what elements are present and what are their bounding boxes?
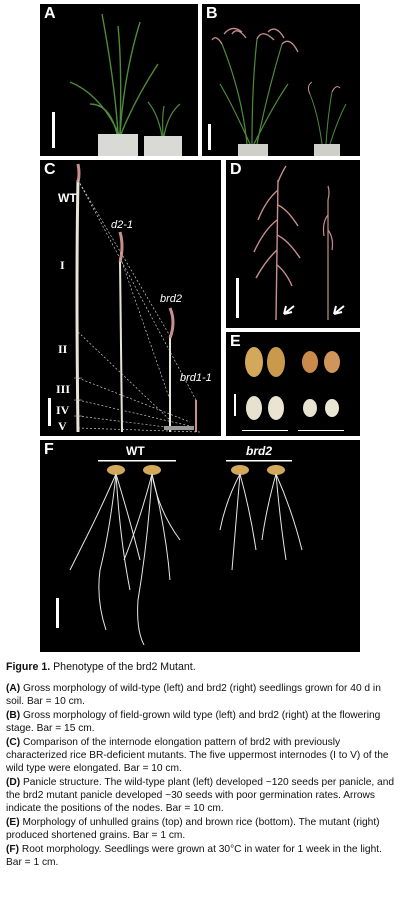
panel-e-grains xyxy=(234,347,344,431)
internode-iv: IV xyxy=(56,403,70,417)
caption-key: (F) xyxy=(6,844,20,855)
wt-stem xyxy=(75,179,80,433)
wt-pot xyxy=(98,134,138,156)
panel-f-label: F xyxy=(44,441,54,458)
arrow-wt xyxy=(283,305,295,315)
caption-key: (C) xyxy=(6,737,21,748)
caption-text: Root morphology. Seedlings were grown at… xyxy=(6,844,382,868)
panel-b-label: B xyxy=(206,5,218,22)
panel-a-seedlings xyxy=(52,13,182,156)
scale-bar-f xyxy=(56,598,59,628)
caption-key: (D) xyxy=(6,777,21,788)
caption-text: Gross morphology of wild-type (left) and… xyxy=(6,683,381,707)
scale-bar-e xyxy=(234,394,236,416)
d2-panicle xyxy=(118,231,124,263)
underline-brd2-f xyxy=(226,460,292,462)
caption-item-c: (C) Comparison of the internode elongati… xyxy=(6,736,398,775)
caption-item-e: (E) Morphology of unhulled grains (top) … xyxy=(6,816,398,842)
wt-panicles xyxy=(211,27,299,53)
brd2-panicle-d xyxy=(322,185,334,320)
label-brd2-f: brd2 xyxy=(246,444,273,458)
caption-text: Comparison of the internode elongation p… xyxy=(6,737,389,774)
label-wt-f: WT xyxy=(126,444,145,458)
caption-title-prefix: Figure 1. xyxy=(6,661,51,673)
brd2-seeds xyxy=(231,465,285,475)
brd2-panicles xyxy=(307,81,341,95)
underline-brd2-e xyxy=(298,430,344,431)
wt-plant xyxy=(219,38,289,145)
panel-c-stems xyxy=(48,163,201,433)
panel-c: C WT d2-1 brd2 brd1-1 I II III IV V xyxy=(40,160,221,436)
panel-f-roots xyxy=(56,460,303,646)
wt-seedling xyxy=(69,13,159,135)
brd2-panicle-c xyxy=(168,307,175,339)
arrow-brd2 xyxy=(333,305,345,315)
wt-panicle-c xyxy=(76,163,81,183)
scale-bar-d xyxy=(236,278,239,318)
caption-key: (B) xyxy=(6,710,21,721)
panel-f: F WT brd2 xyxy=(40,440,360,652)
caption-key: (E) xyxy=(6,817,20,828)
panel-a: A xyxy=(40,4,198,156)
wt-panicle-d xyxy=(253,165,301,321)
node-lines xyxy=(74,377,82,417)
scale-ruler-c xyxy=(164,426,194,430)
caption-item-d: (D) Panicle structure. The wild-type pla… xyxy=(6,776,398,815)
wt-roots xyxy=(69,473,181,646)
caption-title: Figure 1. Phenotype of the brd2 Mutant. xyxy=(6,661,398,674)
label-brd2-c: brd2 xyxy=(160,293,183,305)
caption-item-f: (F) Root morphology. Seedlings were grow… xyxy=(6,843,398,869)
caption-item-b: (B) Gross morphology of field-grown wild… xyxy=(6,709,398,735)
internode-iii: III xyxy=(56,382,71,396)
d2-stem xyxy=(119,259,123,433)
unhulled-grains xyxy=(245,347,340,377)
label-wt-c: WT xyxy=(58,191,77,205)
caption-title-text: Phenotype of the brd2 Mutant. xyxy=(53,661,196,673)
figure-caption: Figure 1. Phenotype of the brd2 Mutant. … xyxy=(6,661,398,870)
underline-wt-f xyxy=(98,460,176,462)
internode-i: I xyxy=(60,258,65,272)
caption-key: (A) xyxy=(6,683,21,694)
brd2-roots xyxy=(219,473,303,571)
label-brd1-1: brd1-1 xyxy=(180,372,212,384)
brd2-seedling xyxy=(147,101,181,137)
internode-v: V xyxy=(58,419,67,433)
caption-text: Gross morphology of field-grown wild typ… xyxy=(6,710,381,734)
correspondence-lines xyxy=(77,179,201,433)
wt-pot-b xyxy=(238,144,268,156)
panel-d-label: D xyxy=(230,161,242,178)
brd2-pot xyxy=(144,136,182,156)
scale-bar-a xyxy=(52,112,55,148)
panel-e: E xyxy=(226,332,360,436)
label-d2-1: d2-1 xyxy=(111,219,134,231)
internode-ii: II xyxy=(58,342,68,356)
brown-rice xyxy=(246,396,339,420)
panel-a-label: A xyxy=(44,5,56,22)
panel-b: B xyxy=(202,4,360,156)
panel-c-label: C xyxy=(44,161,56,178)
caption-text: Panicle structure. The wild-type plant (… xyxy=(6,777,395,814)
panel-d: D xyxy=(226,160,360,328)
scale-bar-c xyxy=(48,398,51,426)
panel-b-field-plants xyxy=(208,27,347,156)
caption-text: Morphology of unhulled grains (top) and … xyxy=(6,817,380,841)
wt-seeds xyxy=(107,465,161,475)
brd2-plant xyxy=(309,91,347,145)
panel-e-label: E xyxy=(230,333,241,350)
brd2-pot-b xyxy=(314,144,340,156)
scale-bar-b xyxy=(208,124,211,150)
panel-d-panicles xyxy=(236,165,345,321)
caption-item-a: (A) Gross morphology of wild-type (left)… xyxy=(6,682,398,708)
underline-wt-e xyxy=(242,430,288,431)
